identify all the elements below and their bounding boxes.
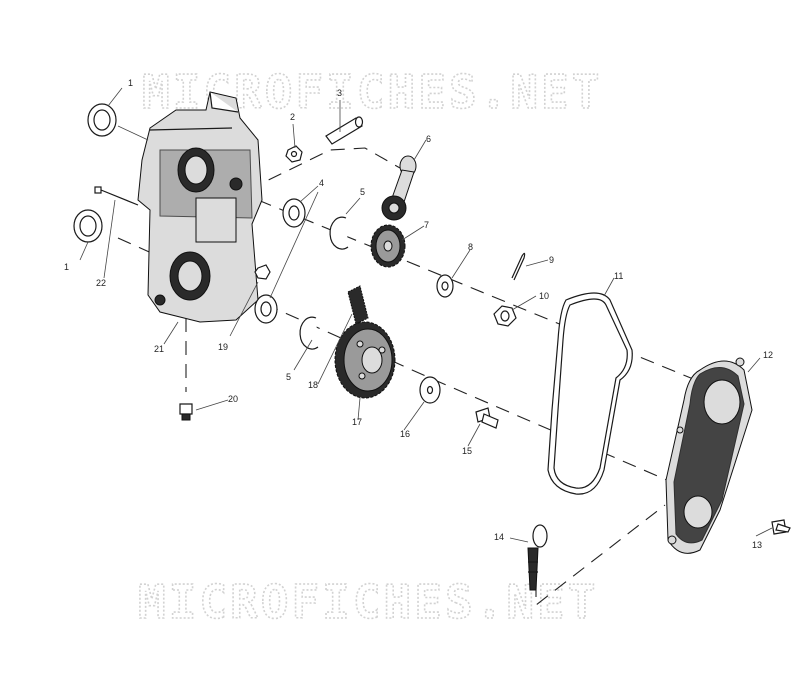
part-3-shaft [325, 116, 364, 145]
part-5-snap-ring-lower [299, 316, 319, 350]
part-4-bearing-lower [254, 294, 278, 324]
callout-9: 9 [549, 255, 554, 265]
callout-17: 17 [352, 417, 362, 427]
callout-14: 14 [494, 532, 504, 542]
part-5-snap-ring-upper [329, 216, 349, 250]
callout-12: 12 [763, 350, 773, 360]
part-17-driven-gear [334, 321, 396, 399]
callout-18: 18 [308, 380, 318, 390]
leader-lines [79, 87, 773, 543]
part-13-bolt [771, 519, 791, 535]
part-16-washer [419, 376, 441, 404]
callout-6: 6 [426, 134, 431, 144]
part-8-washer [436, 274, 454, 298]
part-10-castle-nut [493, 305, 517, 327]
part-20-drain-plug [179, 403, 193, 421]
callout-21: 21 [154, 344, 164, 354]
part-11-gasket [547, 292, 633, 495]
callout-15: 15 [462, 446, 472, 456]
part-22-bolt [94, 186, 139, 206]
callout-4: 4 [319, 178, 324, 188]
callout-1-upper: 1 [128, 78, 133, 88]
part-21-chaincase-housing [137, 91, 263, 323]
callout-2: 2 [290, 112, 295, 122]
callout-11: 11 [614, 271, 623, 281]
part-6-tensioner-arm [381, 155, 417, 221]
part-4-bearing-upper [282, 198, 306, 228]
part-18-chain [347, 285, 369, 325]
callout-1-lower: 1 [64, 262, 69, 272]
part-19-nut [254, 264, 271, 280]
callout-5-lower: 5 [286, 372, 291, 382]
callout-8: 8 [468, 242, 473, 252]
part-7-drive-sprocket [370, 224, 406, 268]
part-15-bolt [475, 407, 499, 429]
callout-20: 20 [228, 394, 238, 404]
callout-10: 10 [539, 291, 549, 301]
part-2-nut [285, 145, 303, 163]
callout-16: 16 [400, 429, 410, 439]
callout-7: 7 [424, 220, 429, 230]
watermark-bottom: MICROFICHES.NET [138, 575, 598, 629]
part-14-dipstick [527, 524, 548, 591]
callout-19: 19 [218, 342, 228, 352]
part-1-seal-upper [87, 103, 117, 137]
callout-22: 22 [96, 278, 106, 288]
callout-5-upper: 5 [360, 187, 365, 197]
callout-3: 3 [337, 88, 342, 98]
part-1-seal-lower [73, 209, 103, 243]
part-9-cotter-pin [511, 252, 526, 281]
part-12-chaincase-cover [665, 357, 753, 554]
callout-13: 13 [752, 540, 762, 550]
